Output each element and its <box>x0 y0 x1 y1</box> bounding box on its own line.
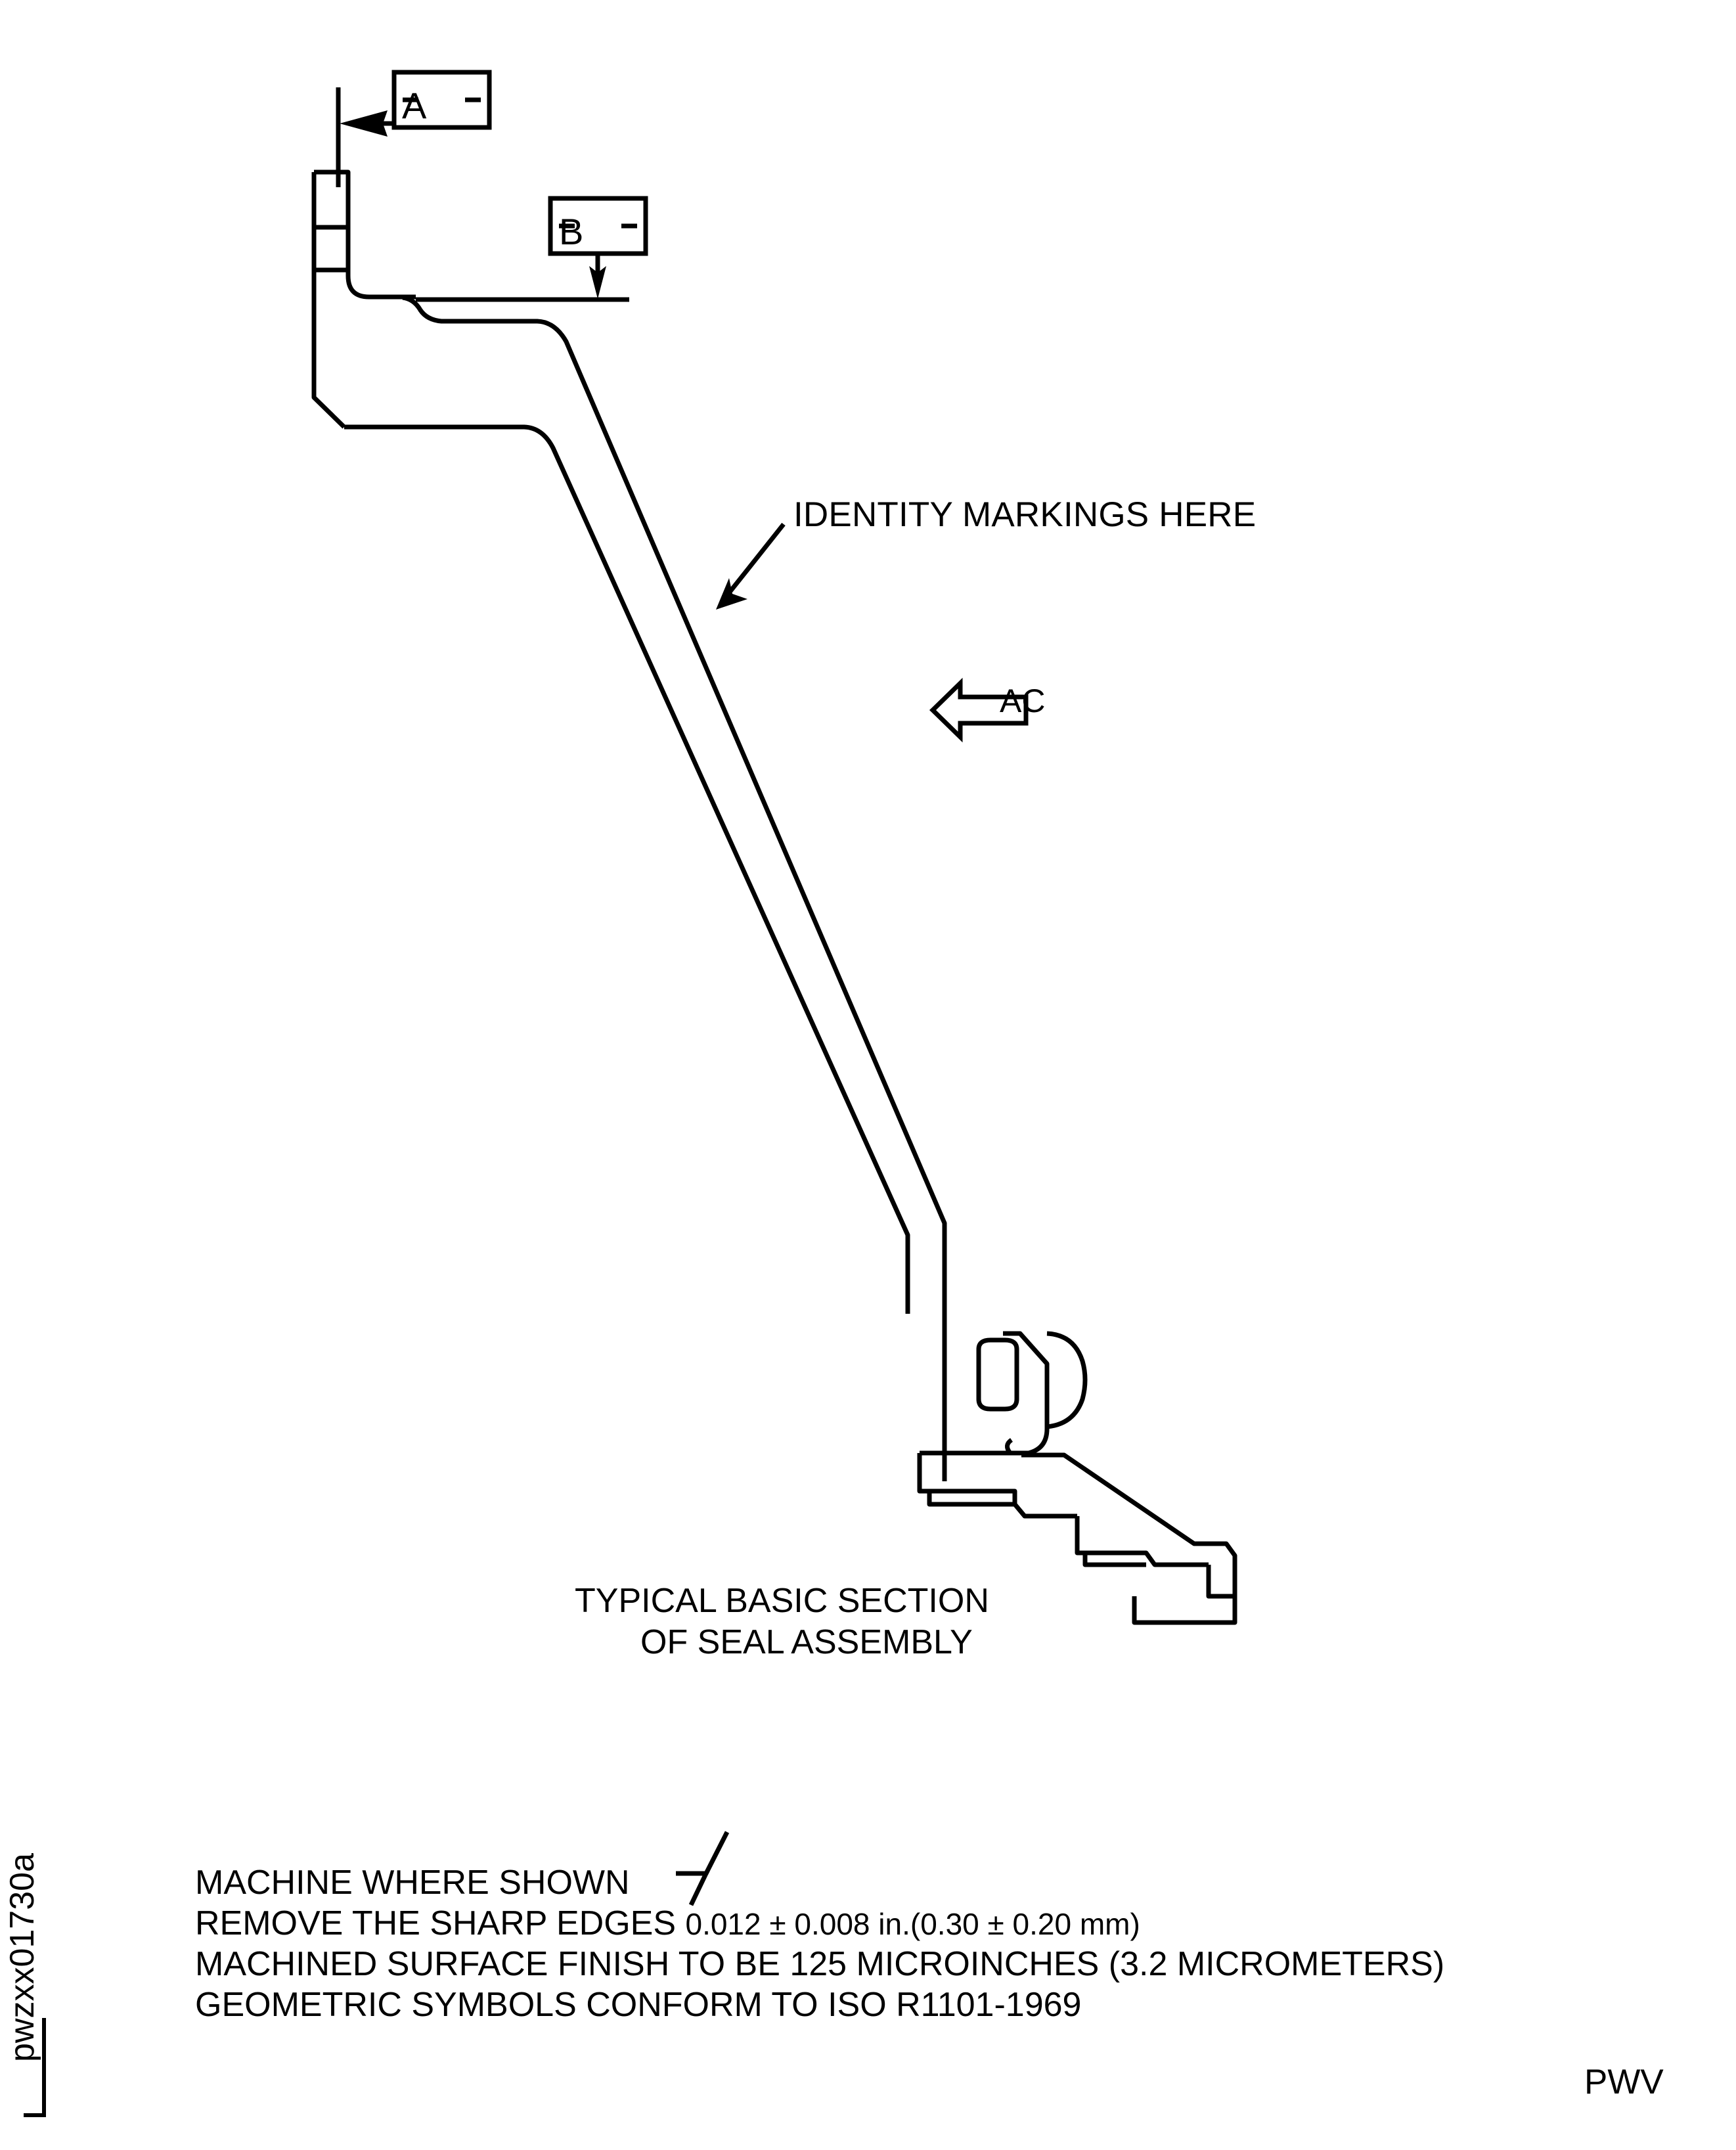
note-machine-where-shown: MACHINE WHERE SHOWN <box>195 1864 630 1902</box>
datum-a-letter: A <box>402 85 427 126</box>
seal-section-profile <box>311 169 1237 1625</box>
sheet-code-corner-bracket <box>24 2018 46 2117</box>
upper-left-block-left-edge <box>311 172 346 429</box>
foot-stem-notch <box>1005 1438 1013 1455</box>
note-remove-sharp-edges-metric: (0.30 ± 0.20 mm) <box>910 1907 1140 1941</box>
datum-a-arrowhead <box>340 110 388 137</box>
surface-finish-symbol <box>676 1831 730 1906</box>
caption-line-2: OF SEAL ASSEMBLY <box>640 1623 973 1661</box>
corner-mark-label: PWV <box>1584 2063 1664 2101</box>
identity-markings-label: IDENTITY MARKINGS HERE <box>793 495 1257 534</box>
foot-flange-toe <box>1132 1596 1237 1625</box>
seal-outer-upper-contour <box>344 424 910 1314</box>
identity-leader-line <box>728 522 786 593</box>
sheet-code-label: pwzxx01730a <box>3 1853 41 2062</box>
note-remove-sharp-edges: REMOVE THE SHARP EDGES 0.012 ± 0.008 in.… <box>195 1906 1140 1940</box>
surface-finish-vee <box>676 1871 710 1906</box>
datum-a-box <box>391 70 492 130</box>
foot-flange-step-middle <box>1075 1516 1209 1567</box>
datum-b-group <box>416 196 648 302</box>
foot-web-left-wall <box>920 1331 1050 1456</box>
foot-flange-step-right <box>1206 1565 1235 1599</box>
foot-upper-sloped-face <box>1021 1452 1237 1596</box>
identity-leader-arrowhead <box>716 578 747 610</box>
identity-markings-leader <box>716 522 786 610</box>
datum-b-arrowhead <box>589 266 606 299</box>
foot-flange-step-left-lower <box>927 1491 1015 1507</box>
view-direction-arrow-ac <box>929 677 1029 743</box>
foot-flange-step-middle-lower <box>1082 1553 1146 1567</box>
note-machined-surface-finish: MACHINED SURFACE FINISH TO BE 125 MICROI… <box>195 1945 1445 1983</box>
note-remove-sharp-edges-text: REMOVE THE SHARP EDGES <box>195 1904 686 1942</box>
note-remove-sharp-edges-value: 0.012 ± 0.008 in. <box>685 1907 910 1941</box>
surface-finish-leg <box>703 1831 730 1875</box>
view-direction-label: AC <box>1000 683 1046 719</box>
upper-left-block-outline <box>314 169 416 300</box>
foot-left-boss <box>976 1337 1019 1412</box>
datum-b-letter: B <box>559 211 584 252</box>
caption-line-1: TYPICAL BASIC SECTION <box>575 1582 989 1620</box>
note-geometric-symbols: GEOMETRIC SYMBOLS CONFORM TO ISO R1101-1… <box>195 1986 1082 2024</box>
foot-right-boss <box>1046 1331 1088 1429</box>
foot-flange-step-left <box>917 1453 1077 1519</box>
seal-inner-upper-contour <box>402 295 947 1481</box>
